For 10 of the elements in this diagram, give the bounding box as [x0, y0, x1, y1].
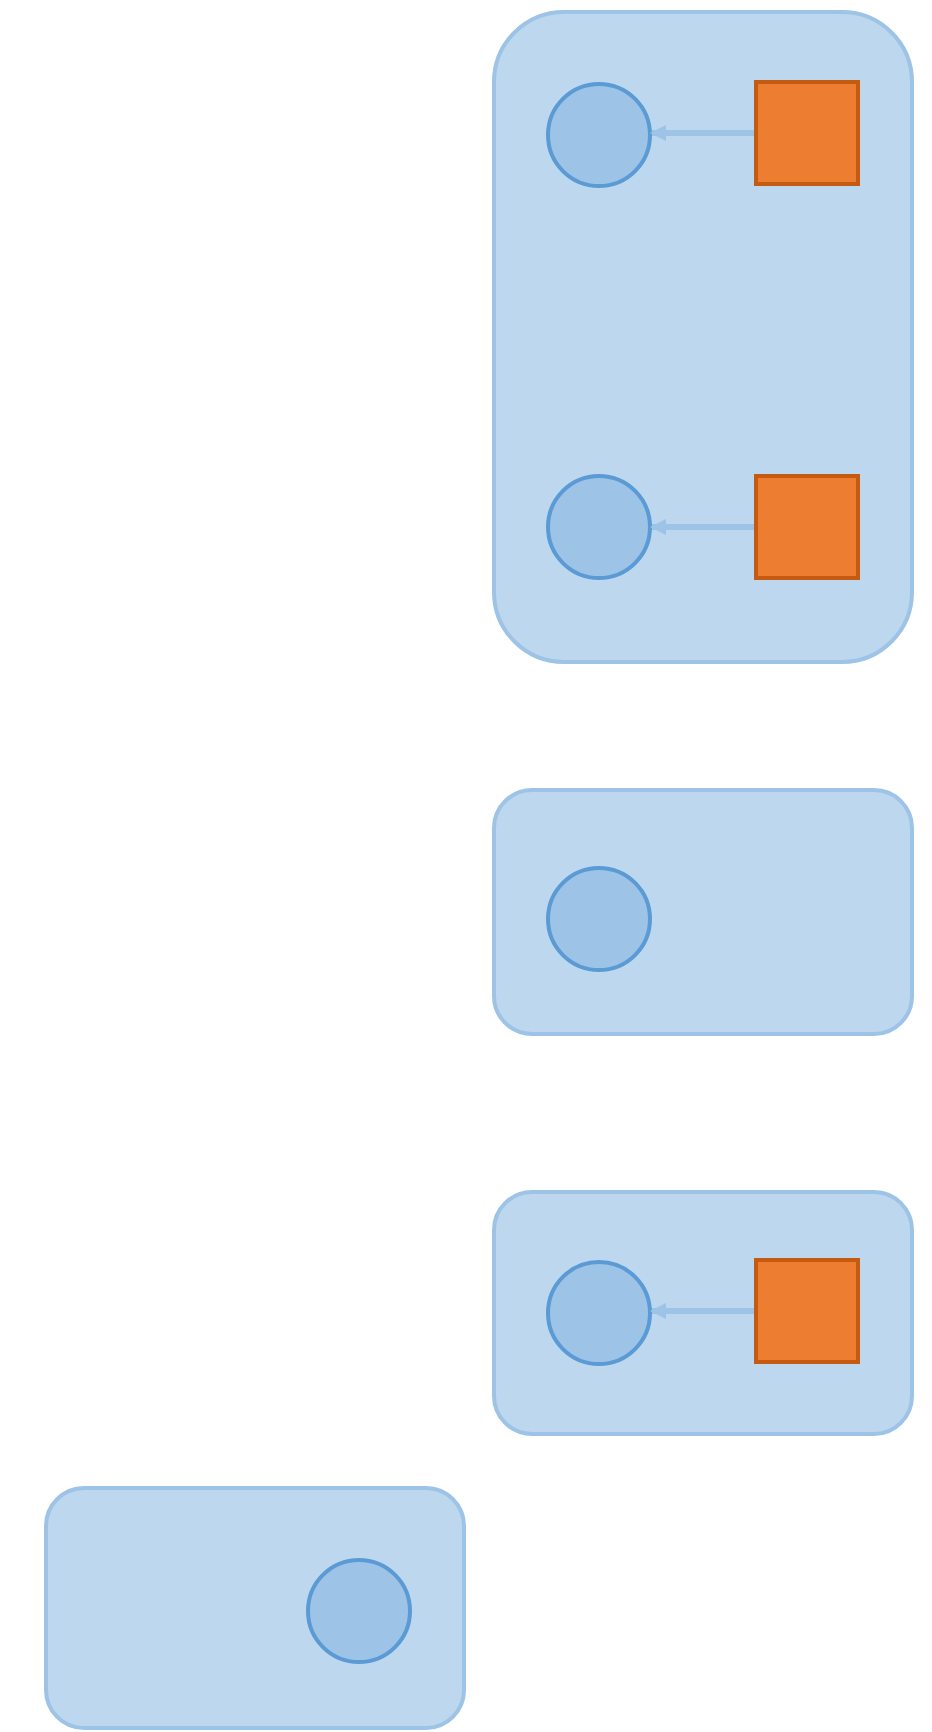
- group-box: [44, 1486, 466, 1730]
- arrow: [650, 1303, 754, 1319]
- group-box: [492, 788, 914, 1036]
- square-node: [754, 1258, 860, 1364]
- group-box: [492, 1190, 914, 1436]
- square-node: [754, 80, 860, 186]
- arrow: [650, 125, 754, 141]
- arrow: [650, 519, 754, 535]
- square-node: [754, 474, 860, 580]
- group-box: [492, 10, 914, 664]
